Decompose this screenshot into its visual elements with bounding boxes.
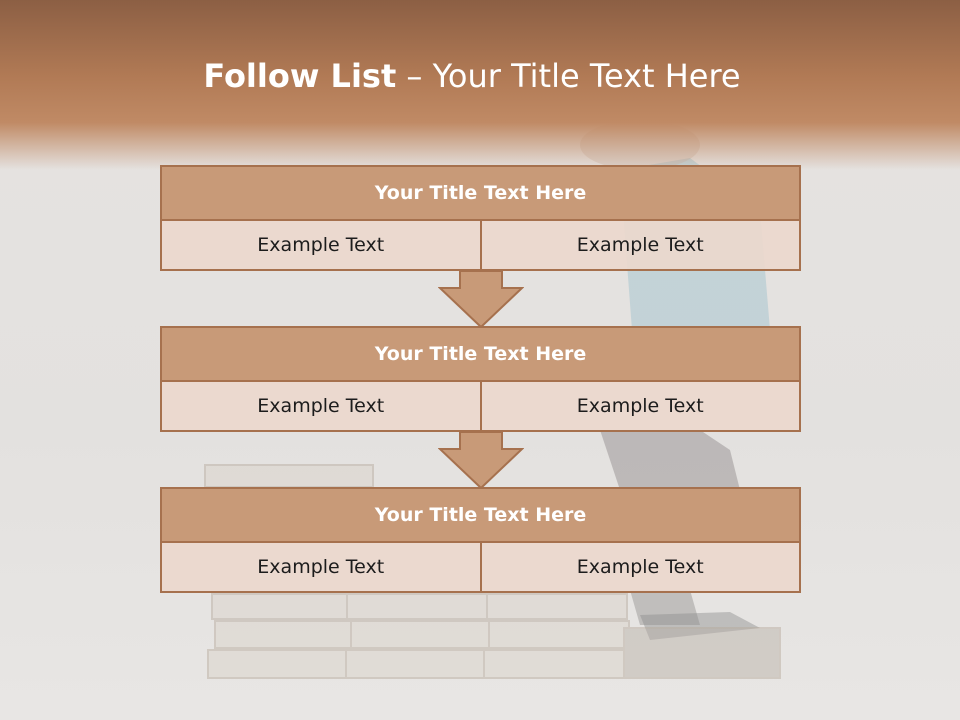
- step-title: Your Title Text Here: [160, 326, 801, 382]
- slide-title: Follow List – Your Title Text Here: [0, 52, 944, 100]
- step-row: Example Text Example Text: [160, 382, 801, 432]
- step-cell-right: Example Text: [479, 543, 799, 591]
- step-row: Example Text Example Text: [160, 221, 801, 271]
- step-cell-left: Example Text: [162, 221, 480, 269]
- header-band: [0, 0, 960, 170]
- step-cell-right: Example Text: [479, 382, 799, 430]
- slide-title-bold: Follow List: [203, 57, 397, 95]
- step-cell-right: Example Text: [479, 221, 799, 269]
- step-cell-left: Example Text: [162, 543, 480, 591]
- step-box-3: Your Title Text Here Example Text Exampl…: [160, 487, 801, 593]
- step-cell-left: Example Text: [162, 382, 480, 430]
- step-title: Your Title Text Here: [160, 487, 801, 543]
- slide-title-rest: – Your Title Text Here: [396, 57, 741, 95]
- step-title: Your Title Text Here: [160, 165, 801, 221]
- down-arrow-icon: [438, 431, 524, 489]
- step-box-2: Your Title Text Here Example Text Exampl…: [160, 326, 801, 432]
- step-row: Example Text Example Text: [160, 543, 801, 593]
- step-box-1: Your Title Text Here Example Text Exampl…: [160, 165, 801, 271]
- down-arrow-icon: [438, 270, 524, 328]
